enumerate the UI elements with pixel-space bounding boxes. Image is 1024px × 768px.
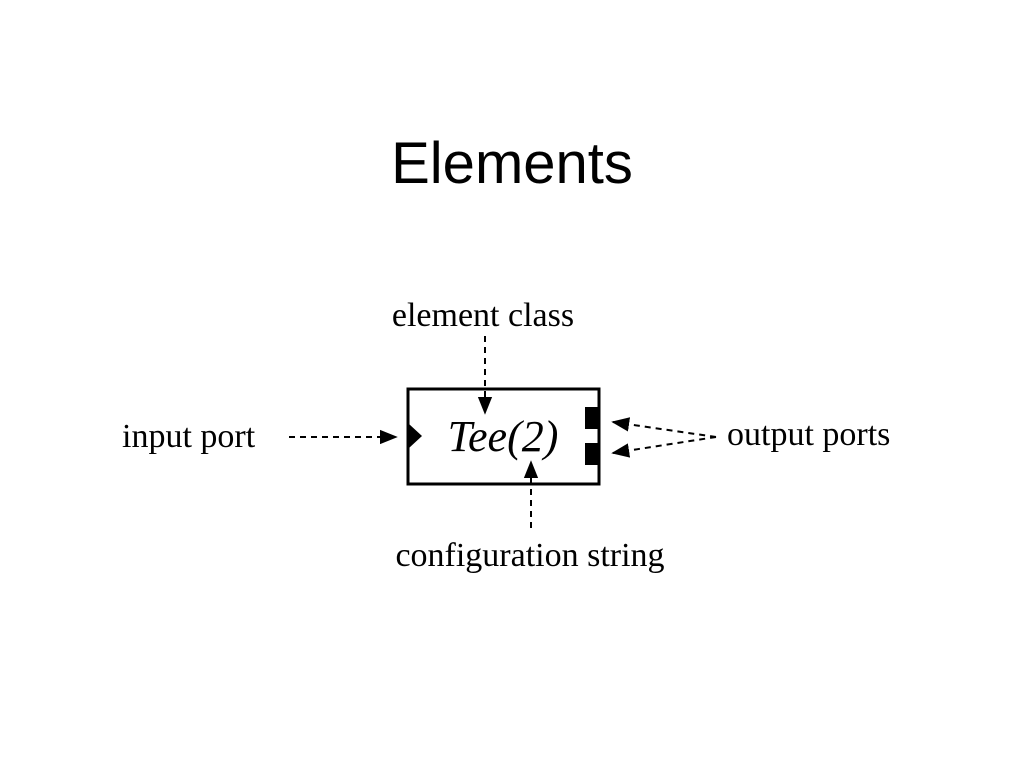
arrow-output-port-2 <box>611 436 717 458</box>
input-port-marker <box>409 424 422 448</box>
output-port-marker-1 <box>585 407 599 429</box>
label-output-ports: output ports <box>727 416 890 453</box>
label-element-class: element class <box>392 297 574 334</box>
arrow-output-port-1 <box>611 417 717 438</box>
element-box <box>406 387 601 486</box>
output-port-marker-2 <box>585 443 599 465</box>
element-text: Tee(2) <box>448 412 559 461</box>
slide-title: Elements <box>391 131 633 196</box>
label-configuration-string: configuration string <box>395 537 664 574</box>
label-input-port: input port <box>122 418 256 455</box>
